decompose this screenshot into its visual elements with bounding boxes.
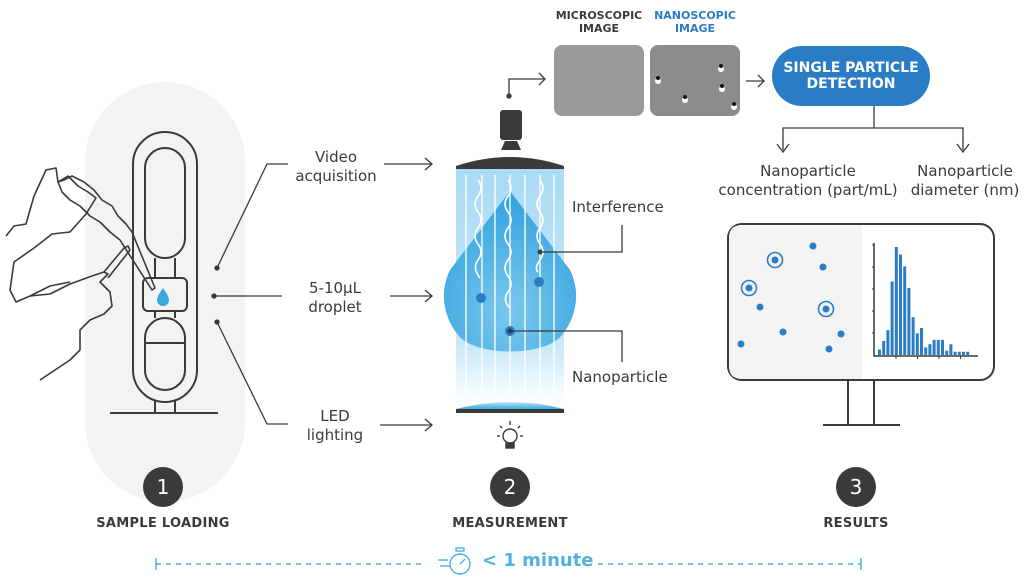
detection-branches: [776, 106, 970, 154]
histogram-bar: [941, 339, 944, 355]
label-line: DETECTION: [806, 76, 896, 92]
led-lighting-label: LED lighting: [290, 407, 380, 445]
label-line: Nanoparticle: [917, 162, 1013, 180]
histogram-bar: [949, 344, 953, 355]
interference-waves: [474, 179, 544, 309]
stopwatch-icon: [438, 547, 471, 575]
detection-ring: [740, 279, 758, 297]
histogram-bar: [882, 340, 886, 355]
detection-ring: [817, 300, 835, 318]
particle-dot: [756, 303, 764, 311]
camera-icon: [500, 110, 522, 150]
step-1-number: 1: [143, 467, 183, 507]
label-line: NANOSCOPIC: [654, 9, 736, 22]
led-lens: [456, 402, 564, 409]
detection-ring: [766, 251, 784, 269]
single-particle-detection-badge: SINGLE PARTICLE DETECTION: [772, 46, 930, 106]
histogram-bar: [966, 351, 970, 355]
microscopic-image-label: MICROSCOPIC IMAGE: [549, 9, 649, 35]
label-line: acquisition: [295, 167, 377, 185]
histogram-bar: [936, 339, 940, 355]
droplet-label: 5-10µL droplet: [290, 279, 380, 317]
sample-droplet-icon: [157, 288, 169, 306]
histogram-bar: [894, 247, 898, 355]
camera-to-images-arrow: [506, 72, 546, 99]
histogram-bar: [924, 347, 928, 355]
step-1-title: SAMPLE LOADING: [96, 516, 230, 531]
particle-dot: [819, 263, 827, 271]
label-line: concentration (part/mL): [718, 181, 898, 199]
particle-scatter: [737, 242, 845, 353]
hand-pipette-illustration: [5, 167, 156, 381]
histogram-bar: [928, 344, 932, 355]
histogram-bar: [920, 328, 923, 355]
device-illustration: [110, 131, 218, 414]
lightbulb-icon: [497, 421, 523, 449]
histogram-bar: [911, 317, 915, 355]
histogram-bar: [886, 330, 890, 355]
size-histogram: [872, 243, 978, 359]
nanoscopic-image-label: NANOSCOPIC IMAGE: [645, 9, 745, 35]
histogram-bar: [890, 281, 894, 355]
label-line: lighting: [306, 426, 364, 444]
particle-dot: [825, 345, 833, 353]
timeline: [155, 558, 862, 570]
concentration-label: Nanoparticle concentration (part/mL): [718, 162, 898, 200]
label-line: Video: [314, 148, 358, 166]
histogram-bar: [962, 351, 965, 355]
objective-lens: [456, 157, 564, 169]
detected-particle-dot: [771, 256, 779, 264]
label-line: 5-10µL: [309, 279, 361, 297]
step-3-title: RESULTS: [823, 516, 889, 531]
label-line: droplet: [308, 298, 362, 316]
detected-particle-dot: [822, 305, 830, 313]
particle-dot: [779, 328, 787, 336]
nanoscopic-image-thumbnail: [650, 45, 740, 116]
detected-particle-dot: [745, 284, 753, 292]
histogram-bar: [945, 350, 949, 355]
timer-label: < 1 minute: [482, 550, 594, 571]
label-line: LED: [320, 407, 350, 425]
histogram-bar: [953, 351, 957, 355]
particle-dot: [837, 330, 845, 338]
step-2-title: MEASUREMENT: [452, 516, 568, 531]
interference-label: Interference: [572, 198, 664, 216]
device-callouts: [211, 163, 288, 425]
input-arrows: [380, 157, 433, 432]
label-line: diameter (nm): [910, 181, 1020, 199]
histogram-bar: [903, 266, 907, 355]
histogram-bar: [932, 339, 936, 355]
label-line: IMAGE: [674, 22, 716, 35]
measurement-callouts: [507, 225, 623, 362]
light-rays: [465, 175, 555, 395]
nanoparticle-label: Nanoparticle: [572, 368, 668, 386]
histogram-bar: [915, 333, 919, 355]
histogram-axes: [873, 243, 978, 357]
label-line: Nanoparticle: [760, 162, 856, 180]
step-3-number: 3: [836, 467, 876, 507]
step-2-number: 2: [490, 467, 530, 507]
microscopic-image-thumbnail: [554, 45, 644, 116]
results-monitor: [727, 223, 995, 426]
video-acquisition-label: Video acquisition: [288, 148, 384, 186]
particle-dot: [737, 340, 745, 348]
diameter-label: Nanoparticle diameter (nm): [905, 162, 1024, 200]
label-line: SINGLE PARTICLE: [783, 60, 919, 76]
histogram-bar: [878, 349, 881, 355]
led-base: [456, 409, 564, 413]
images-to-detection-arrow: [746, 74, 765, 88]
histogram-bar: [907, 288, 911, 355]
label-line: IMAGE: [578, 22, 620, 35]
label-line: MICROSCOPIC: [555, 9, 643, 22]
particle-dot: [809, 242, 817, 250]
histogram-bar: [957, 351, 961, 355]
histogram-bar: [899, 254, 902, 355]
